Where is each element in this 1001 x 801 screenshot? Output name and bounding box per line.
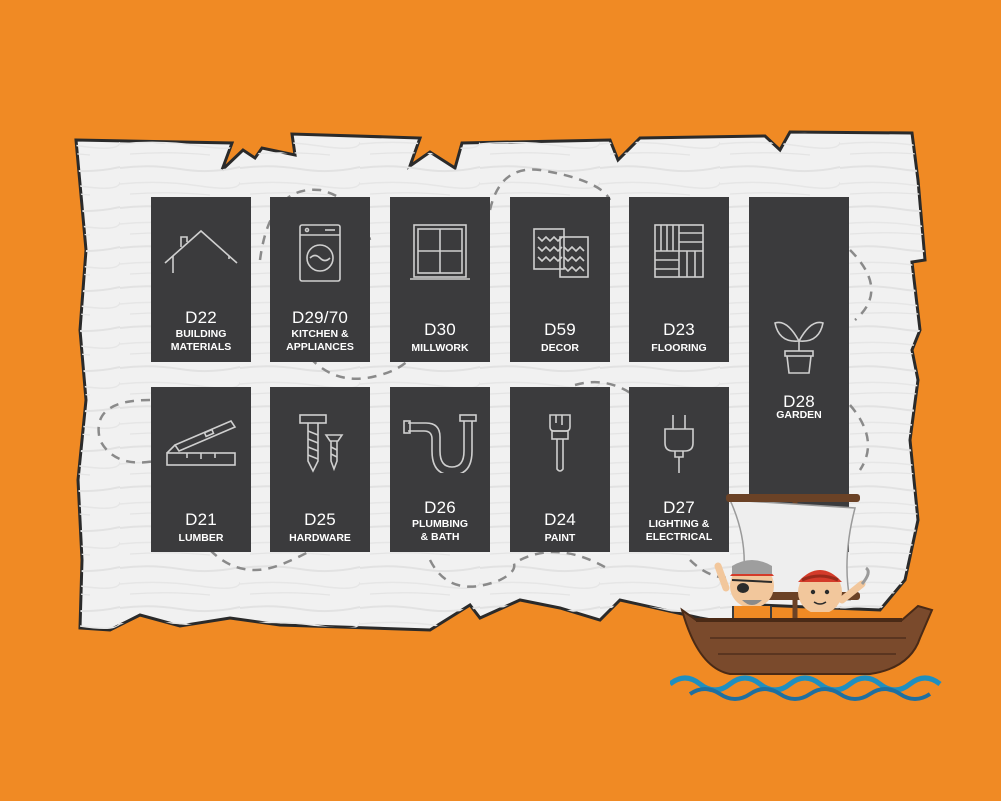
- dept-code: D59: [544, 320, 576, 339]
- paintbrush-icon: [549, 414, 571, 472]
- dept-name: MILLWORK: [411, 342, 469, 354]
- dept-code: D23: [663, 320, 695, 339]
- dept-name: LUMBER: [178, 532, 224, 544]
- dept-name: PAINT: [544, 532, 576, 544]
- dept-code: D28: [783, 392, 815, 411]
- dept-tile-flooring[interactable]: D23 FLOORING: [629, 197, 729, 362]
- screws-icon: [299, 414, 344, 473]
- dept-name: HARDWARE: [289, 532, 351, 544]
- dept-code: D29/70: [291, 308, 349, 327]
- washing-machine-icon: [299, 224, 341, 282]
- dept-name: KITCHEN & APPLIANCES: [286, 328, 354, 353]
- level-ruler-icon: [166, 420, 237, 466]
- rug-icon: [533, 228, 589, 278]
- dept-code: D26: [424, 498, 456, 517]
- dept-code: D27: [663, 498, 695, 517]
- dept-code: D21: [185, 510, 217, 529]
- dept-name: LIGHTING & ELECTRICAL: [645, 518, 713, 543]
- dept-code: D22: [185, 308, 217, 327]
- pirate-ship-illustration: [670, 494, 942, 701]
- dept-name: BUILDING MATERIALS: [170, 328, 232, 353]
- potted-plant-icon: [774, 321, 824, 374]
- dept-code: D24: [544, 510, 576, 529]
- dept-tile-building-materials[interactable]: D22 BUILDING MATERIALS: [151, 197, 251, 362]
- dept-tile-garden[interactable]: D28 GARDEN: [749, 197, 849, 552]
- dept-tile-millwork[interactable]: D30 MILLWORK: [390, 197, 490, 362]
- pipe-icon: [403, 414, 477, 473]
- plug-icon: [664, 415, 694, 473]
- window-icon: [410, 224, 470, 280]
- dept-name: DECOR: [541, 342, 579, 354]
- dept-tile-decor[interactable]: D59 DECOR: [510, 197, 610, 362]
- floor-tiles-icon: [654, 224, 704, 278]
- dept-name: PLUMBING & BATH: [412, 518, 468, 543]
- dept-tile-paint[interactable]: D24 PAINT: [510, 387, 610, 552]
- dept-code: D30: [424, 320, 456, 339]
- dept-code: D25: [304, 510, 336, 529]
- dept-tile-lighting-electrical[interactable]: D27 LIGHTING & ELECTRICAL: [629, 387, 729, 552]
- dept-name: FLOORING: [651, 342, 707, 354]
- dept-tile-plumbing-bath[interactable]: D26 PLUMBING & BATH: [390, 387, 490, 552]
- dept-tile-hardware[interactable]: D25 HARDWARE: [270, 387, 370, 552]
- dept-tile-kitchen-appliances[interactable]: D29/70 KITCHEN & APPLIANCES: [270, 197, 370, 362]
- house-icon: [164, 229, 238, 273]
- dept-tile-lumber[interactable]: D21 LUMBER: [151, 387, 251, 552]
- dept-name: GARDEN: [776, 409, 822, 421]
